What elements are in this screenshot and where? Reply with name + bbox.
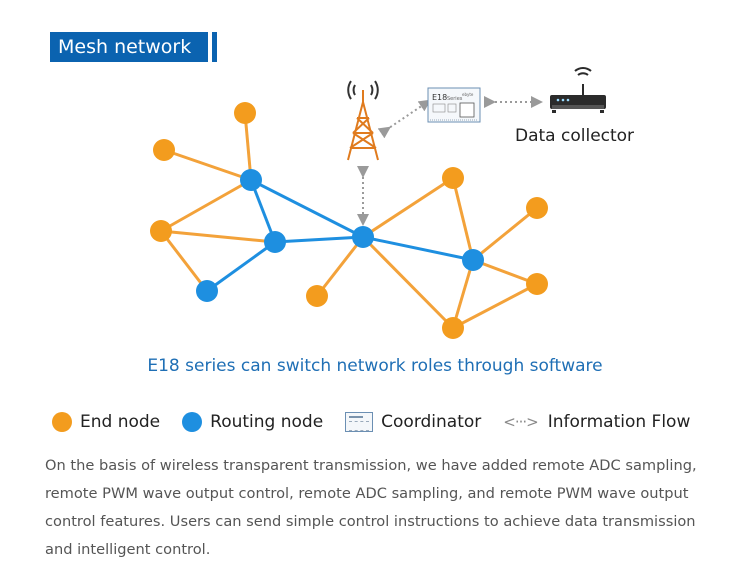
tower-icon <box>347 80 379 161</box>
end-node-links <box>159 112 538 330</box>
end-node <box>526 197 548 219</box>
routing-node-swatch <box>182 412 203 432</box>
routing-nodes <box>196 169 484 302</box>
router-icon <box>550 67 606 113</box>
title-accent-bar <box>212 32 217 62</box>
module-sublabel2: ebyte <box>462 92 474 97</box>
routing-links <box>206 178 474 293</box>
coordinator-module-icon: E18 Series ebyte <box>427 87 481 123</box>
end-nodes <box>150 102 548 339</box>
legend-end-node-label: End node <box>80 412 161 432</box>
end-node <box>526 273 548 295</box>
end-node <box>150 220 172 242</box>
mesh-network-diagram: E18 Series ebyte <box>150 67 606 339</box>
routing-node <box>462 249 484 271</box>
module-label: E18 <box>432 93 447 102</box>
routing-node <box>240 169 262 191</box>
legend-routing-node: Routing node <box>182 412 323 432</box>
module-sublabel: Series <box>447 96 463 102</box>
end-node <box>153 139 175 161</box>
diagram-caption: E18 series can switch network roles thro… <box>147 356 603 376</box>
coordinator-swatch-icon <box>345 412 374 432</box>
end-node <box>234 102 256 124</box>
routing-node <box>352 226 374 248</box>
end-node <box>442 167 464 189</box>
legend-information-flow-label: Information Flow <box>547 412 691 432</box>
routing-node <box>264 231 286 253</box>
legend-information-flow: <···> Information Flow <box>503 412 690 432</box>
data-collector-label: Data collector <box>515 126 635 146</box>
flow-arrow-icon: <···> <box>503 413 538 431</box>
legend: End node Routing node Coordinator <···> … <box>52 408 712 436</box>
routing-node <box>196 280 218 302</box>
page-title: Mesh network <box>50 32 208 62</box>
end-node-swatch <box>52 412 72 432</box>
information-flow-arrows <box>357 96 543 226</box>
legend-routing-node-label: Routing node <box>210 412 324 432</box>
end-node <box>442 317 464 339</box>
legend-end-node: End node <box>52 412 160 432</box>
description-text: On the basis of wireless transparent tra… <box>45 457 697 558</box>
legend-coordinator-label: Coordinator <box>381 412 482 432</box>
legend-coordinator: Coordinator <box>345 412 481 432</box>
end-node <box>306 285 328 307</box>
